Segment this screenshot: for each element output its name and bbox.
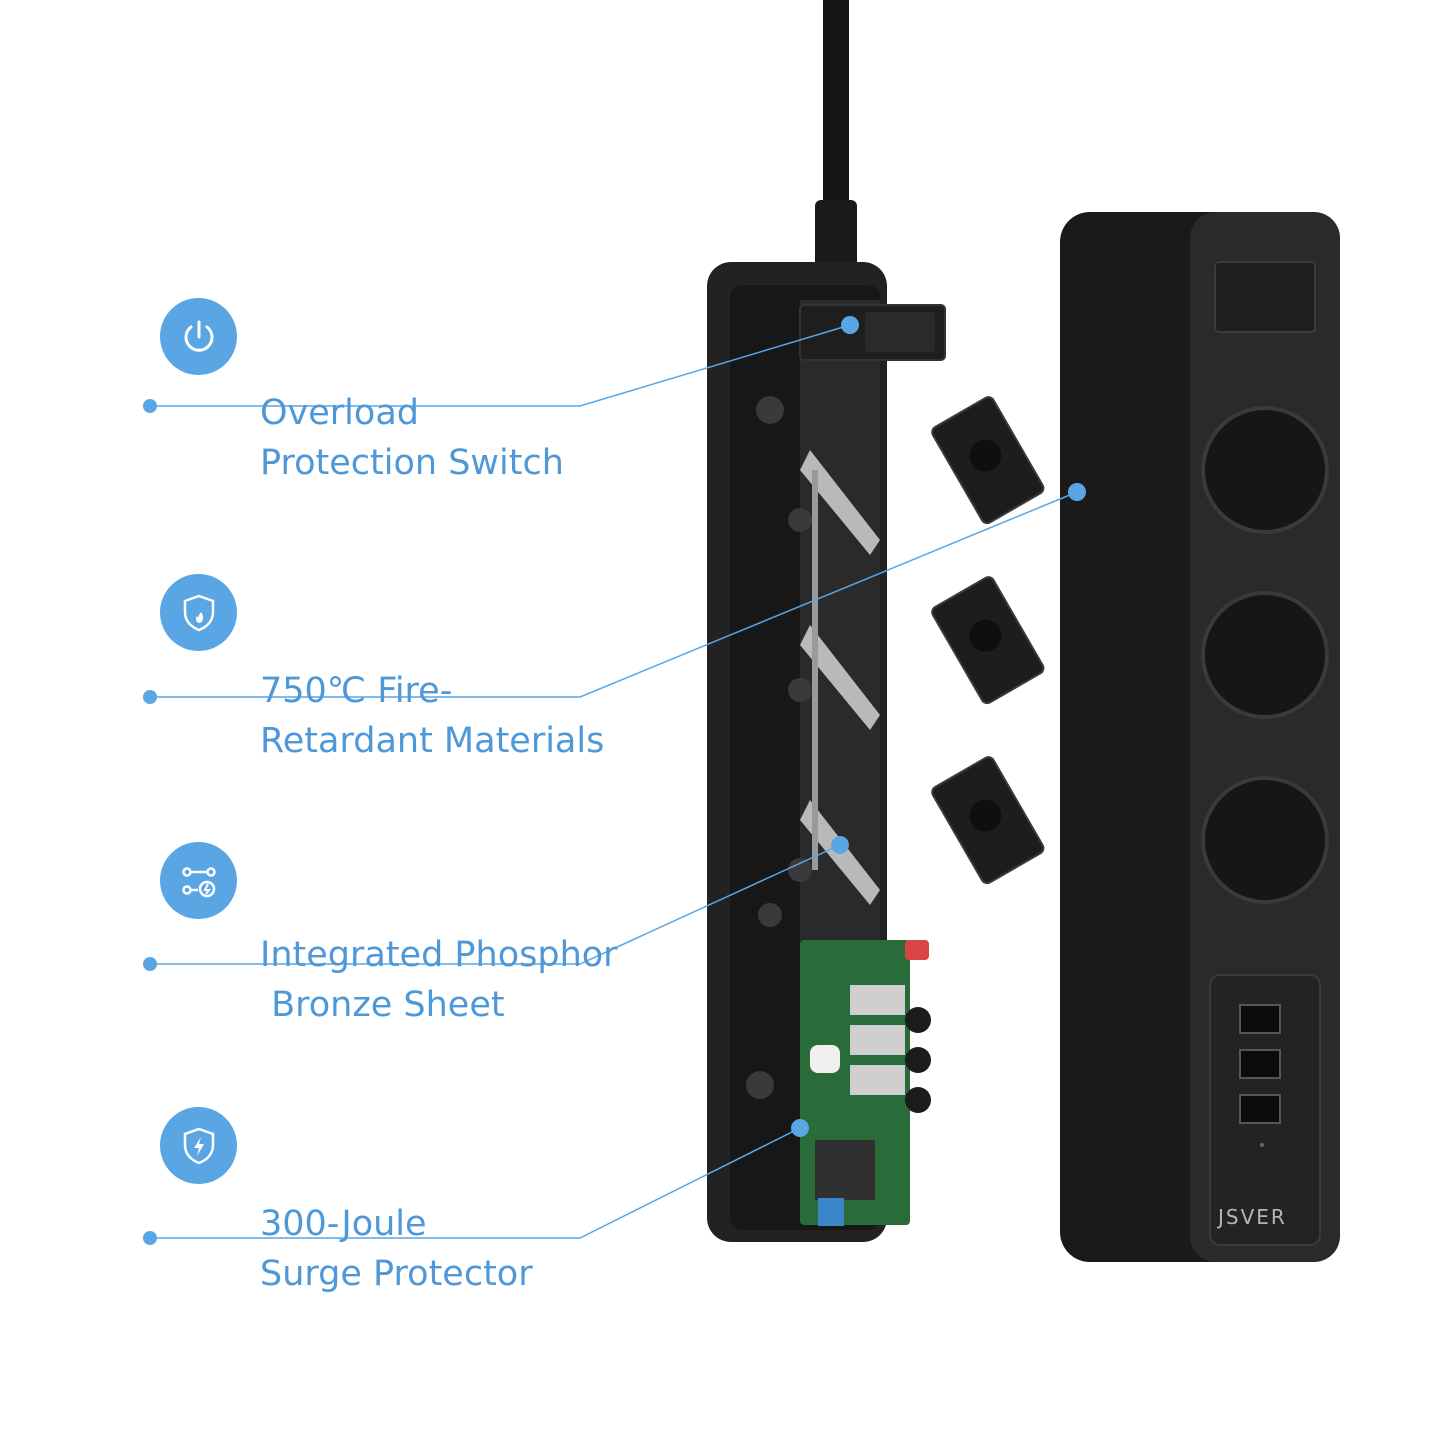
feature-label: Integrated Phosphor Bronze Sheet xyxy=(260,935,618,1025)
leader-lines xyxy=(150,324,1078,1239)
brand-logo: JSVER xyxy=(1218,1205,1287,1229)
circuit-icon xyxy=(160,842,237,919)
power-cable xyxy=(815,0,857,270)
power-icon xyxy=(160,298,237,375)
open-housing xyxy=(707,262,946,1242)
leader-dots xyxy=(143,316,1086,1245)
shield-bolt-icon xyxy=(160,1107,237,1184)
power-strip xyxy=(1060,212,1340,1262)
socket-inserts xyxy=(931,396,1045,885)
feature-label: 750℃ Fire-Retardant Materials xyxy=(260,671,605,761)
shield-fire-icon xyxy=(160,574,237,651)
